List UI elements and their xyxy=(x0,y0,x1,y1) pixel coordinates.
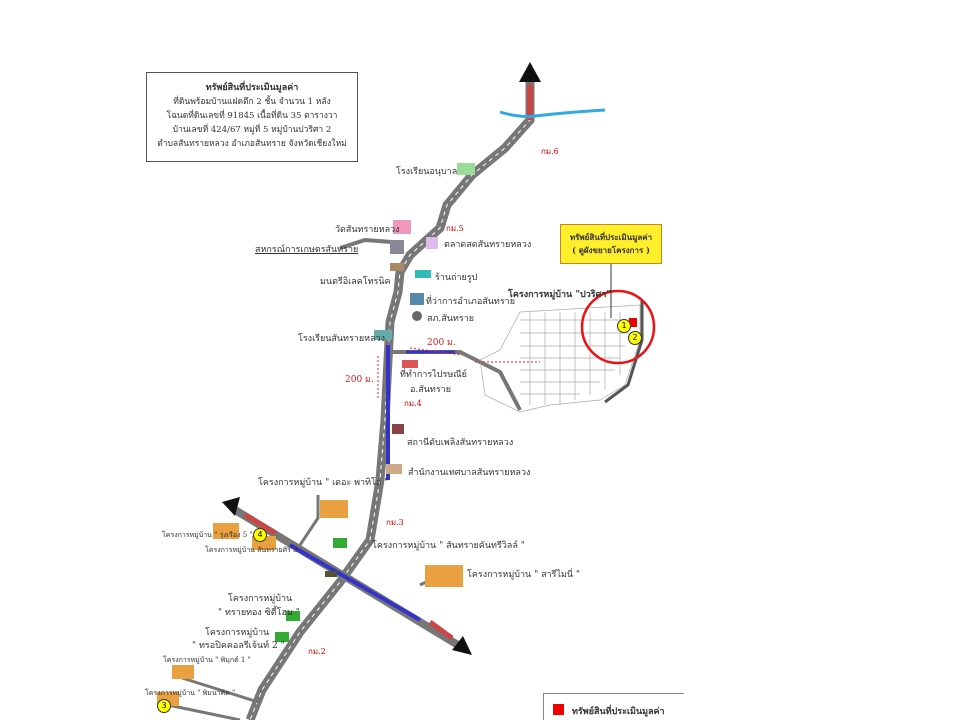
property-info-box: ทรัพย์สินที่ประเมินมูลค่า ที่ดินพร้อมบ้า… xyxy=(146,72,358,162)
government-office-icon xyxy=(410,293,424,305)
distance-label: 200 ม. xyxy=(427,338,456,348)
market-icon xyxy=(426,237,438,249)
label-village-pimnakid: โครงการหมู่บ้าน " พิมนาคิด " xyxy=(145,689,236,697)
shop-icon xyxy=(390,263,404,271)
post-office-icon xyxy=(402,360,418,368)
marker-4: 4 xyxy=(253,528,267,542)
label-village-tropical: โครงการหมู่บ้าน xyxy=(205,628,270,638)
label-post-office-district: อ.สันทราย xyxy=(410,385,452,395)
km-marker: กม.2 xyxy=(308,647,326,656)
label-village-patio: โครงการหมู่บ้าน " เดอะ พาทิโอ " xyxy=(258,478,389,488)
photo-shop-icon xyxy=(415,270,431,278)
label-municipal: สำนักงานเทศบาลสันทรายหลวง xyxy=(408,468,531,478)
north-arrow-icon xyxy=(519,62,541,82)
info-line: ที่ดินพร้อมบ้านแฝดตึก 2 ชั้น จำนวน 1 หลั… xyxy=(173,97,331,107)
callout-subtitle: ( ดูผังขยายโครงการ ) xyxy=(572,245,650,255)
km-marker: กม.4 xyxy=(404,399,422,408)
school-building-icon xyxy=(374,330,392,340)
label-village-country: โครงการหมู่บ้าน " สันทรายคันทรีวิลล์ " xyxy=(372,541,525,551)
property-callout: ทรัพย์สินที่ประเมินมูลค่า ( ดูผังขยายโคร… xyxy=(560,224,662,264)
fire-station-icon xyxy=(392,424,404,434)
property-highlight-circle xyxy=(580,289,656,365)
marker-3: 3 xyxy=(157,699,171,713)
km-marker: กม.3 xyxy=(386,518,404,527)
km-marker: กม.5 xyxy=(446,224,464,233)
label-post-office: ที่ทำการไปรษณีย์ xyxy=(400,370,467,380)
label-market: ตลาดสดสันทรายหลวง xyxy=(444,240,532,250)
west-arrow-icon xyxy=(222,497,240,516)
distance-label: 200 ม. xyxy=(345,375,374,385)
label-coop: สหกรณ์การเกษตรสันทราย xyxy=(255,245,359,255)
legend-swatch xyxy=(553,704,564,715)
info-title: ทรัพย์สินที่ประเมินมูลค่า xyxy=(205,83,299,93)
label-fire-station: สถานีดับเพลิงสันทรายหลวง xyxy=(407,438,514,448)
info-line: บ้านเลขที่ 424/67 หมู่ที่ 5 หมู่บ้านปวริ… xyxy=(172,125,332,135)
label-kindergarten: โรงเรียนอนุบาล xyxy=(396,167,458,177)
temple-icon xyxy=(393,220,411,234)
label-police: สภ.สันทราย xyxy=(427,314,475,324)
km-marker: กม.6 xyxy=(541,147,559,156)
legend-label: ทรัพย์สินที่ประเมินมูลค่า xyxy=(572,707,665,717)
label-village-saithong: โครงการหมู่บ้าน xyxy=(228,594,293,604)
municipal-icon xyxy=(386,464,402,474)
label-village-pimuk: โครงการหมู่บ้าน " พิมุกต์ 1 " xyxy=(163,656,251,664)
property-marker xyxy=(629,318,637,327)
label-village-saithong-name: " ทรายทอง ซิตี้โฮม " xyxy=(218,608,300,618)
village-icons xyxy=(157,500,463,706)
coop-icon xyxy=(390,240,404,254)
label-village-pawarisa: โครงการหมู่บ้าน "ปวริศา" xyxy=(508,290,612,300)
legend: ทรัพย์สินที่ประเมินมูลค่า xyxy=(543,693,684,720)
label-electronics: มนตรีอิเลคโทรนิค xyxy=(320,277,391,287)
label-village-sansaisiri: โครงการหมู่บ้าน สันทรายศิริ 3 xyxy=(205,546,298,554)
info-line: ตำบลสันทรายหลวง อำเภอสันทราย จังหวัดเชีย… xyxy=(157,139,347,149)
callout-title: ทรัพย์สินที่ประเมินมูลค่า xyxy=(569,232,653,242)
marker-2: 2 xyxy=(628,331,642,345)
label-district-office: ที่ว่าการอำเภอสันทราย xyxy=(426,297,515,307)
southeast-arrow-icon xyxy=(452,636,472,655)
marker-1: 1 xyxy=(617,319,631,333)
label-photo-shop: ร้านถ่ายรูป xyxy=(435,273,478,283)
label-village-tropical-name: " ทรอปิคคอลรีเจ้นท์ 2 " xyxy=(192,641,285,651)
label-village-sarimani: โครงการหมู่บ้าน " สารีไมนี่ " xyxy=(467,570,581,580)
pawarisa-village-plan xyxy=(479,304,641,413)
label-school: โรงเรียนสันทรายหลวง xyxy=(298,334,386,344)
police-icon xyxy=(412,311,422,321)
label-village-rungrueang: โครงการหมู่บ้าน " รุ่งเรือง 5 " xyxy=(162,531,253,539)
school-icon xyxy=(457,163,475,175)
label-temple: วัดสันทรายหลวง xyxy=(335,225,400,235)
info-line: โฉนดที่ดินเลขที่ 91845 เนื้อที่ดิน 35 ตา… xyxy=(166,111,338,121)
river xyxy=(499,108,606,118)
